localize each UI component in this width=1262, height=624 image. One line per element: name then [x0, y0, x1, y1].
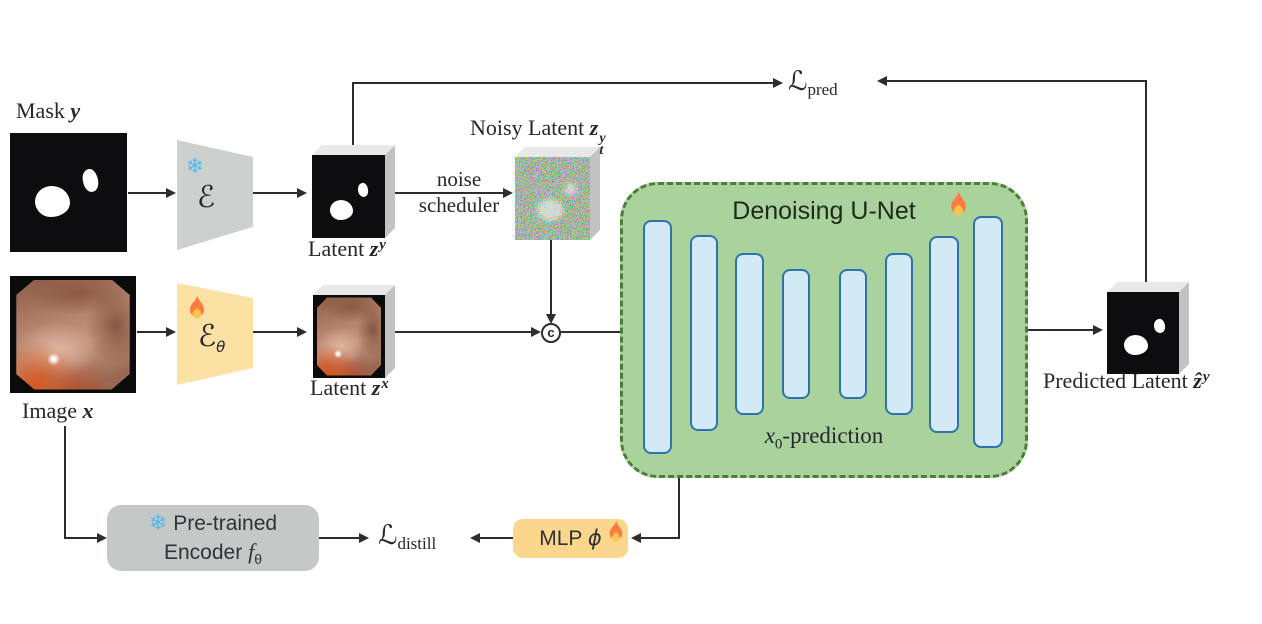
- connector: [390, 192, 504, 194]
- pretrained-encoder: ❄ Pre-trained Encoder fθ: [107, 505, 319, 571]
- latent-x-label: Latent zx: [310, 375, 389, 400]
- connector: [137, 331, 167, 333]
- snowflake-icon: ❄: [186, 154, 204, 178]
- unet-bar: [973, 216, 1003, 448]
- unet-prediction-label: x0-prediction: [764, 423, 884, 453]
- unet-bar: [735, 253, 764, 415]
- arrowhead: [166, 188, 176, 198]
- unet-bar: [929, 236, 959, 433]
- mask-blob-small: [80, 167, 101, 194]
- mlp-head: MLP ϕ: [513, 519, 628, 558]
- connector: [253, 192, 298, 194]
- frozen-vae-encoder: ❄ ℰ: [177, 140, 253, 250]
- snowflake-icon: ❄: [148, 511, 168, 536]
- mask-image: [10, 133, 127, 252]
- arrowhead: [470, 533, 480, 543]
- connector: [395, 331, 532, 333]
- latent-x-box: [313, 285, 395, 378]
- arrowhead: [877, 76, 887, 86]
- connector: [640, 537, 680, 539]
- connector: [128, 192, 167, 194]
- loss-distill: ℒdistill: [378, 520, 436, 554]
- arrowhead: [631, 533, 641, 543]
- fire-icon: [187, 295, 207, 324]
- arrowhead: [166, 327, 176, 337]
- connector: [550, 231, 552, 315]
- arrowhead: [503, 188, 513, 198]
- trainable-image-encoder: ℰθ: [177, 283, 253, 385]
- latent-y-box: [312, 145, 395, 238]
- loss-distill-subscript: distill: [397, 534, 437, 553]
- connector: [253, 331, 298, 333]
- fire-icon: [948, 191, 969, 221]
- connector: [1145, 80, 1147, 292]
- unet-bar: [839, 269, 867, 399]
- mask-label: Mask y: [16, 98, 81, 123]
- arrowhead: [546, 314, 556, 324]
- denoising-unet: Denoising U-Net x0-prediction: [620, 182, 1028, 478]
- connector: [1000, 329, 1094, 331]
- connector: [64, 426, 66, 539]
- arrowhead: [773, 78, 783, 88]
- input-image: [10, 276, 136, 393]
- noisy-latent-box: [515, 147, 600, 240]
- loss-pred-subscript: pred: [807, 80, 838, 99]
- mask-blob-large: [35, 186, 70, 217]
- arrowhead: [531, 327, 541, 337]
- arrowhead: [1093, 325, 1103, 335]
- connector: [479, 537, 513, 539]
- arrowhead: [297, 327, 307, 337]
- unet-bar: [643, 220, 672, 454]
- arrowhead: [297, 188, 307, 198]
- concat-node: c: [541, 323, 561, 343]
- arrowhead: [359, 533, 369, 543]
- encoder-symbol: ℰ: [197, 180, 216, 215]
- connector: [64, 537, 98, 539]
- unet-bar: [782, 269, 810, 399]
- encoder-symbol: ℰθ: [198, 319, 226, 356]
- unet-bars: [623, 185, 1025, 475]
- image-label: Image x: [22, 398, 94, 423]
- connector: [319, 537, 360, 539]
- latent-y-label: Latent zy: [308, 236, 386, 261]
- connector: [886, 80, 1147, 82]
- loss-distill-symbol: ℒ: [378, 520, 398, 551]
- noise-texture: [515, 157, 590, 240]
- loss-pred-symbol: ℒ: [788, 66, 808, 97]
- connector: [352, 82, 774, 84]
- arrowhead: [97, 533, 107, 543]
- predicted-latent-label: Predicted Latent ẑy: [1043, 368, 1210, 393]
- loss-pred: ℒpred: [788, 66, 838, 100]
- fire-icon: [607, 516, 625, 555]
- noise-scheduler-label: noise scheduler: [418, 167, 500, 217]
- connector: [561, 331, 630, 333]
- unet-bar: [885, 253, 913, 415]
- connector: [352, 82, 354, 148]
- unet-bar: [690, 235, 718, 431]
- predicted-latent-box: [1107, 282, 1189, 374]
- unet-title: Denoising U-Net: [732, 197, 916, 225]
